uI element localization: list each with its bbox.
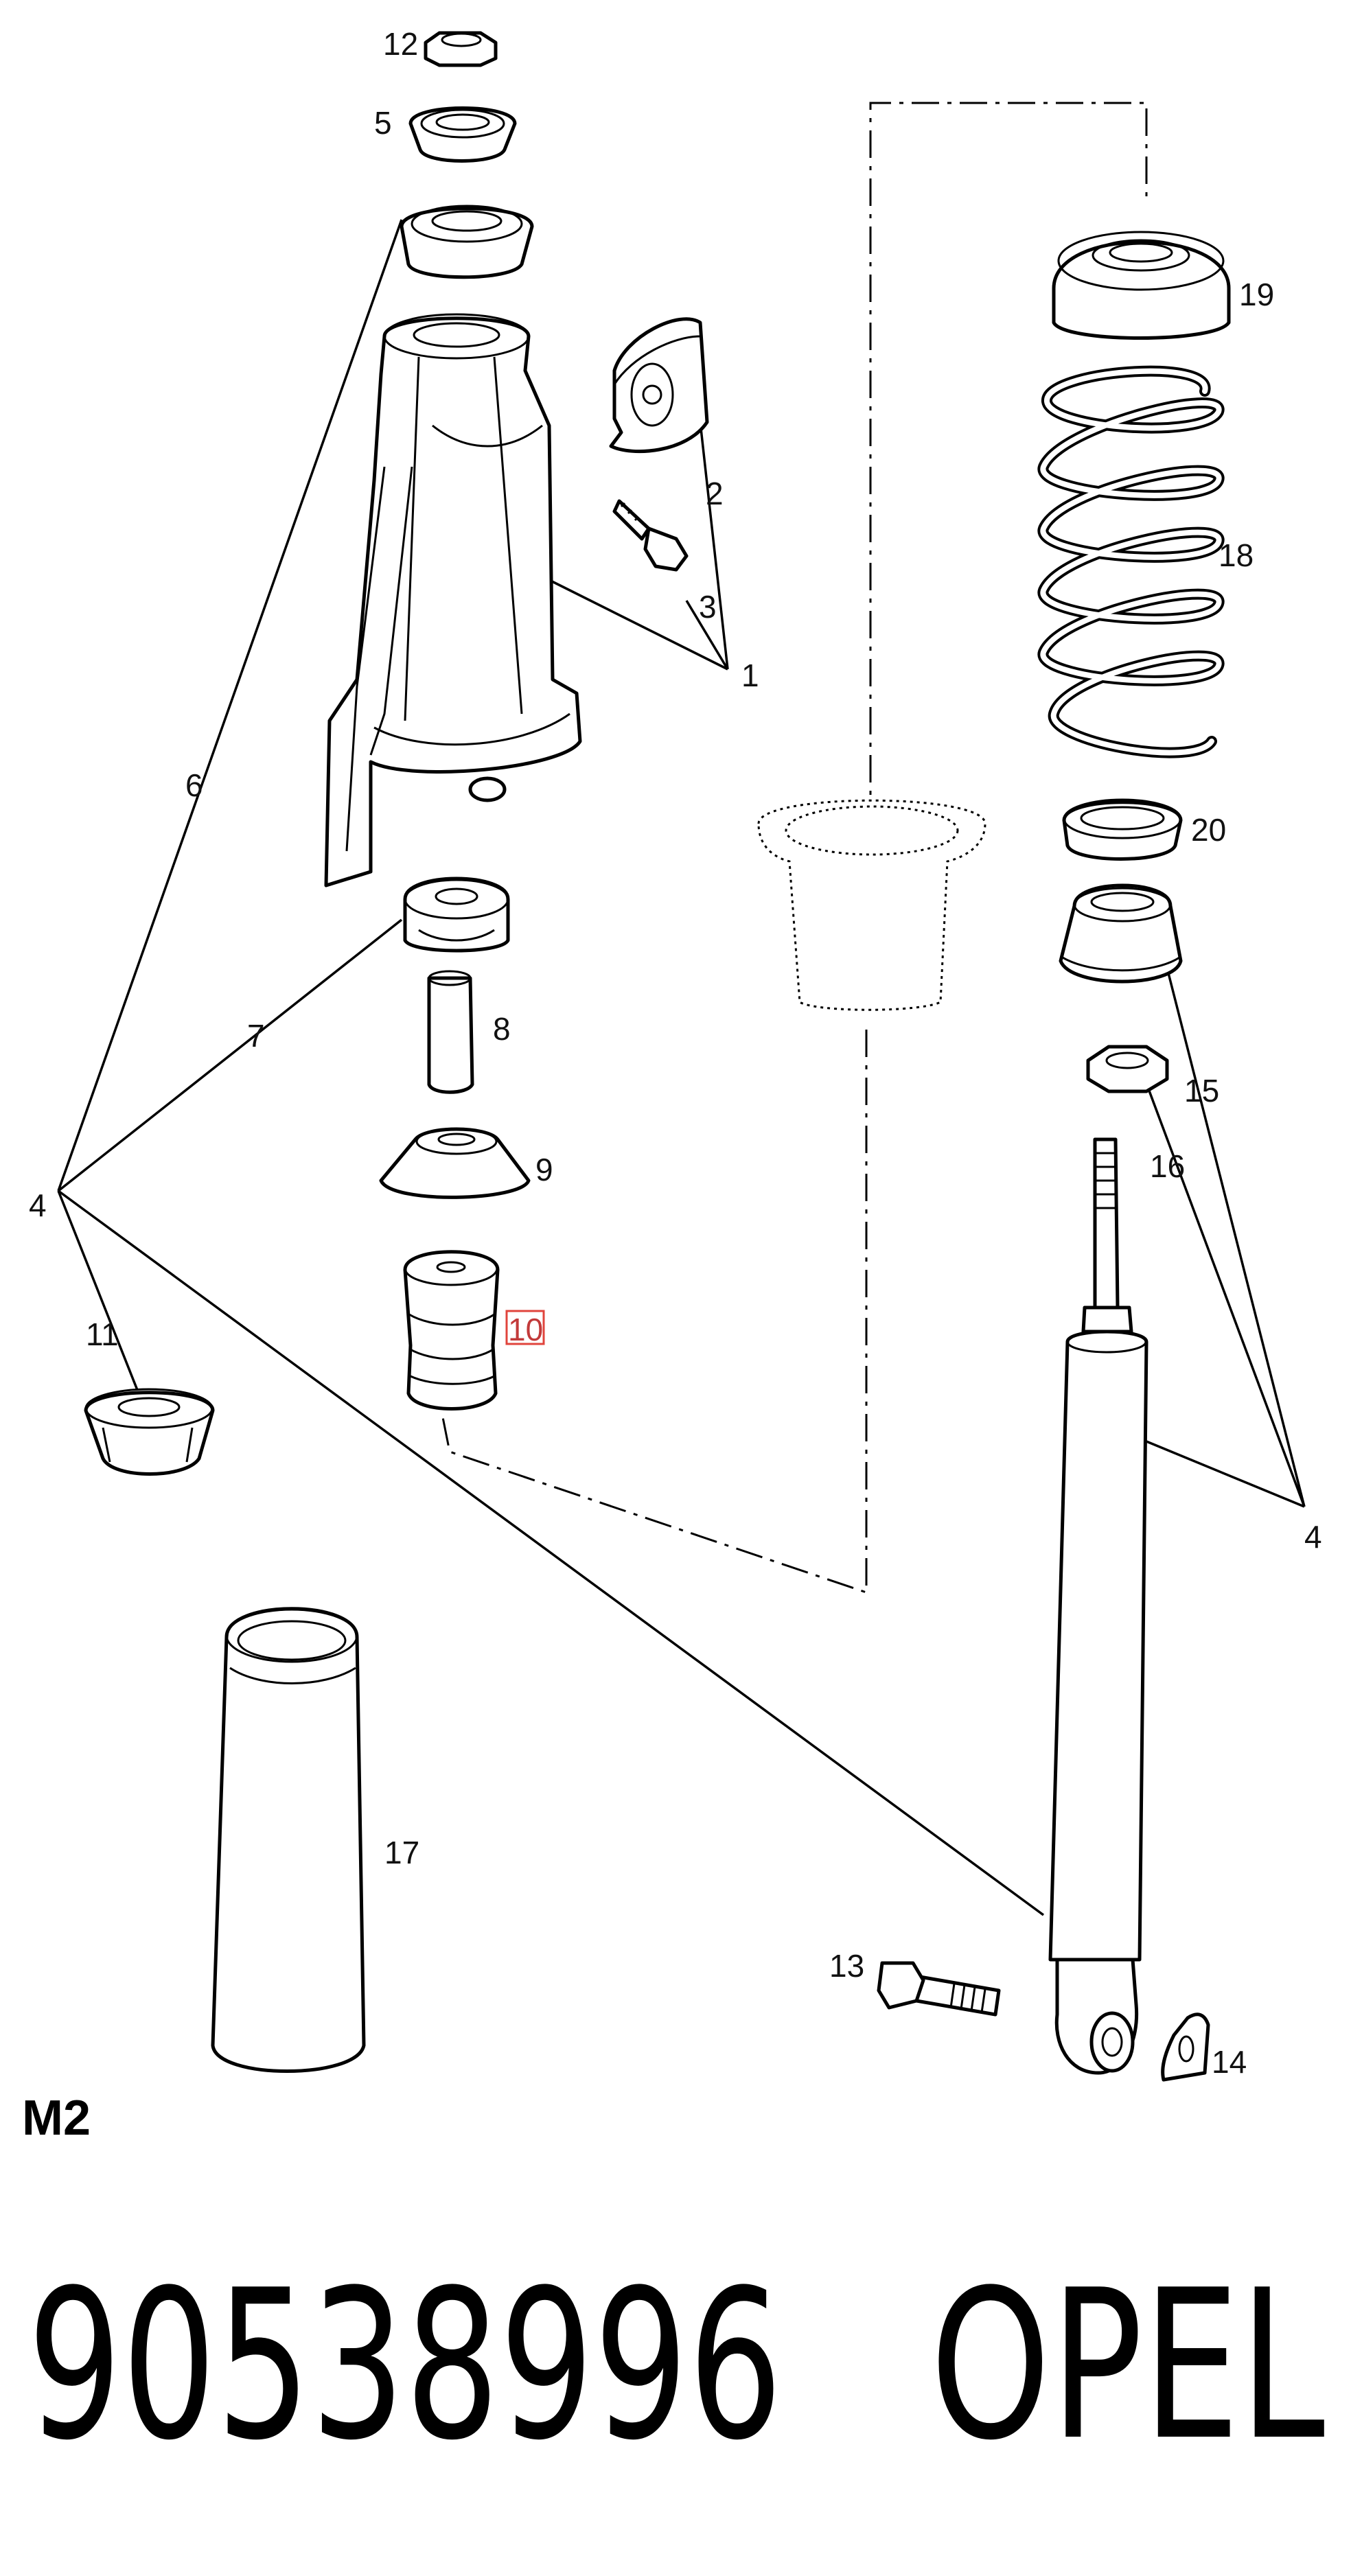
dust-cup-outline <box>757 799 986 1011</box>
callout-10: 10 <box>508 1312 543 1347</box>
part-18-coil-spring <box>1037 365 1225 758</box>
part-20-spring-seat <box>1062 798 1183 861</box>
part-2-bracket <box>609 317 709 454</box>
callout-11: 11 <box>86 1316 119 1352</box>
part-number: 90538996 <box>27 2246 783 2485</box>
part-11-bush <box>84 1388 215 1476</box>
leader-lines <box>57 219 1306 1916</box>
callout-7: 7 <box>247 1018 265 1054</box>
part-1-strut-housing <box>324 313 582 887</box>
part-7-bushing <box>403 877 510 953</box>
part-14-plate <box>1161 2012 1210 2082</box>
callout-6: 6 <box>185 767 203 803</box>
callout-18: 18 <box>1219 537 1254 573</box>
callout-9: 9 <box>535 1152 553 1187</box>
part-19-spring-seat <box>1052 231 1231 340</box>
part-12-nut <box>424 31 498 67</box>
callout-15: 15 <box>1184 1073 1219 1109</box>
part-9-washer <box>379 1127 531 1199</box>
callout-labels: 12 5 2 3 1 6 7 8 9 4 11 10 19 18 20 15 1… <box>22 26 1322 2146</box>
part-4-shock-absorber <box>1048 1137 1148 2075</box>
callout-10-highlight <box>505 1310 545 1345</box>
part-8-sleeve <box>427 970 474 1094</box>
callout-4-right: 4 <box>1304 1519 1322 1555</box>
callout-12: 12 <box>383 26 418 62</box>
callout-3: 3 <box>699 589 717 625</box>
part-6-mount <box>400 205 534 279</box>
callout-19: 19 <box>1239 277 1274 312</box>
callout-14: 14 <box>1212 2044 1247 2080</box>
part-3-bolt <box>612 499 689 572</box>
callout-16: 16 <box>1150 1148 1185 1184</box>
callout-1: 1 <box>741 658 759 693</box>
part-5-bearing <box>408 106 517 163</box>
part-16-nut <box>1086 1045 1169 1093</box>
part-10-bump-stop <box>403 1250 500 1411</box>
assembly-lines <box>441 102 1148 1594</box>
part-17-protective-tube <box>211 1607 366 2073</box>
callout-8: 8 <box>493 1011 511 1047</box>
callout-4-left: 4 <box>29 1187 47 1223</box>
part-13-bolt <box>877 1961 1001 2017</box>
callout-2: 2 <box>706 476 724 511</box>
callout-20: 20 <box>1191 812 1226 848</box>
section-label: M2 <box>22 2091 91 2146</box>
callout-13: 13 <box>829 1948 864 1984</box>
footer: 90538996 OPEL <box>27 2246 1326 2485</box>
callout-5: 5 <box>374 105 392 141</box>
part-15-cap <box>1059 883 1183 984</box>
callout-17: 17 <box>384 1835 419 1870</box>
brand-name: OPEL <box>930 2246 1326 2485</box>
